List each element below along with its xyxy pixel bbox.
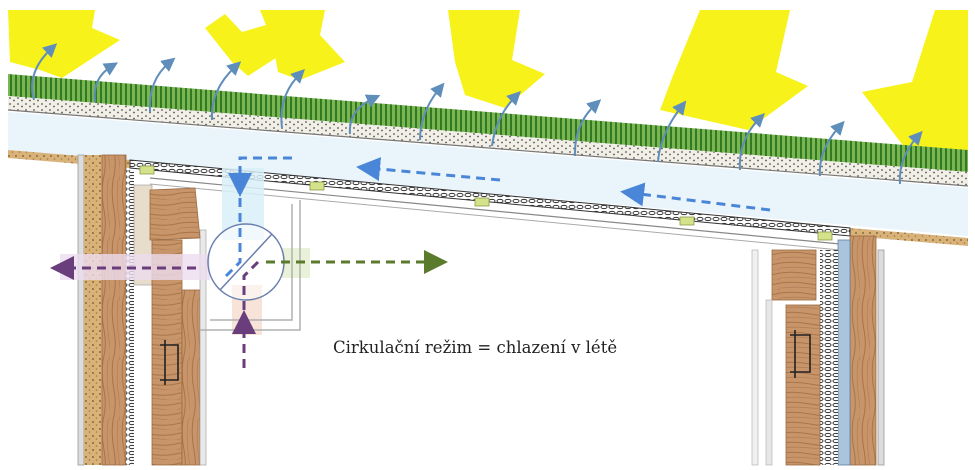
spacer-block: [309, 181, 325, 191]
inner-ceiling-line: [149, 177, 841, 245]
roof-membrane: [7, 109, 969, 187]
supply-air-arrow: [228, 156, 292, 197]
evaporation-arrow-icon: [348, 94, 381, 135]
wall-anchor: [790, 330, 811, 378]
wall-board: [771, 249, 817, 301]
green-roof: [7, 74, 969, 187]
wall-finish: [765, 299, 773, 466]
evaporation-arrow-icon: [818, 120, 845, 177]
beam-end: [149, 187, 201, 241]
ceiling-spacers: [139, 165, 833, 241]
supply-air-arrow: [620, 182, 771, 212]
evaporation-arrow-icon: [148, 57, 176, 113]
sun-ray-icon: [862, 10, 968, 160]
left-wall: [77, 154, 207, 466]
evaporation-arrow-icon: [31, 43, 58, 101]
diagram-caption: Cirkulační režim = chlazení v létě: [333, 338, 618, 357]
ceiling-insulation: [850, 228, 968, 246]
evaporation-arrow-icon: [573, 99, 602, 157]
wall-stud: [101, 154, 127, 466]
wall-finish: [751, 249, 759, 466]
spacer-block: [679, 216, 695, 226]
sun-ray-icon: [448, 10, 545, 108]
evaporation-arrow-icon: [657, 100, 687, 163]
evaporation-arrow-icon: [738, 113, 765, 171]
spacer-block: [474, 197, 490, 207]
gravel-layer: [8, 96, 968, 186]
evaporation-arrow-icon: [280, 69, 305, 129]
evaporation-arrow-icon: [898, 130, 923, 185]
supply-air-arrow: [356, 157, 501, 182]
evaporation-arrow-icon: [93, 62, 119, 103]
evaporation-arrow-icon: [419, 82, 445, 141]
sun-ray-icon: [260, 10, 345, 80]
wall-membrane: [126, 170, 134, 465]
wall-insulation: [820, 250, 838, 465]
evaporation-arrow-icon: [210, 61, 242, 121]
wall-clt-panel: [785, 304, 821, 466]
wall-clt-panel: [181, 289, 201, 466]
sun-ray-icon: [660, 10, 808, 130]
right-wall: [751, 235, 885, 466]
wall-membrane: [837, 239, 851, 466]
sun-rays-group: [8, 10, 968, 160]
evaporation-arrows: [31, 43, 923, 185]
return-air-arrow: [242, 260, 260, 310]
wall-cladding: [77, 154, 85, 466]
sun-ray-icon: [8, 10, 120, 78]
supply-air-down-arrow: [224, 198, 242, 278]
wall-finish: [199, 229, 207, 466]
ventilated-air-gap: [8, 112, 968, 236]
wall-stud: [849, 235, 877, 466]
spacer-block: [139, 165, 155, 175]
spacer-block: [817, 231, 833, 241]
wall-anchor: [160, 340, 179, 385]
air-flow-arrows: [50, 156, 771, 368]
evaporation-arrow-icon: [491, 91, 521, 147]
inner-ceiling-line: [149, 183, 841, 251]
grass-layer: [8, 74, 968, 172]
wall-insulation: [84, 155, 102, 465]
wall-cladding: [877, 249, 885, 466]
